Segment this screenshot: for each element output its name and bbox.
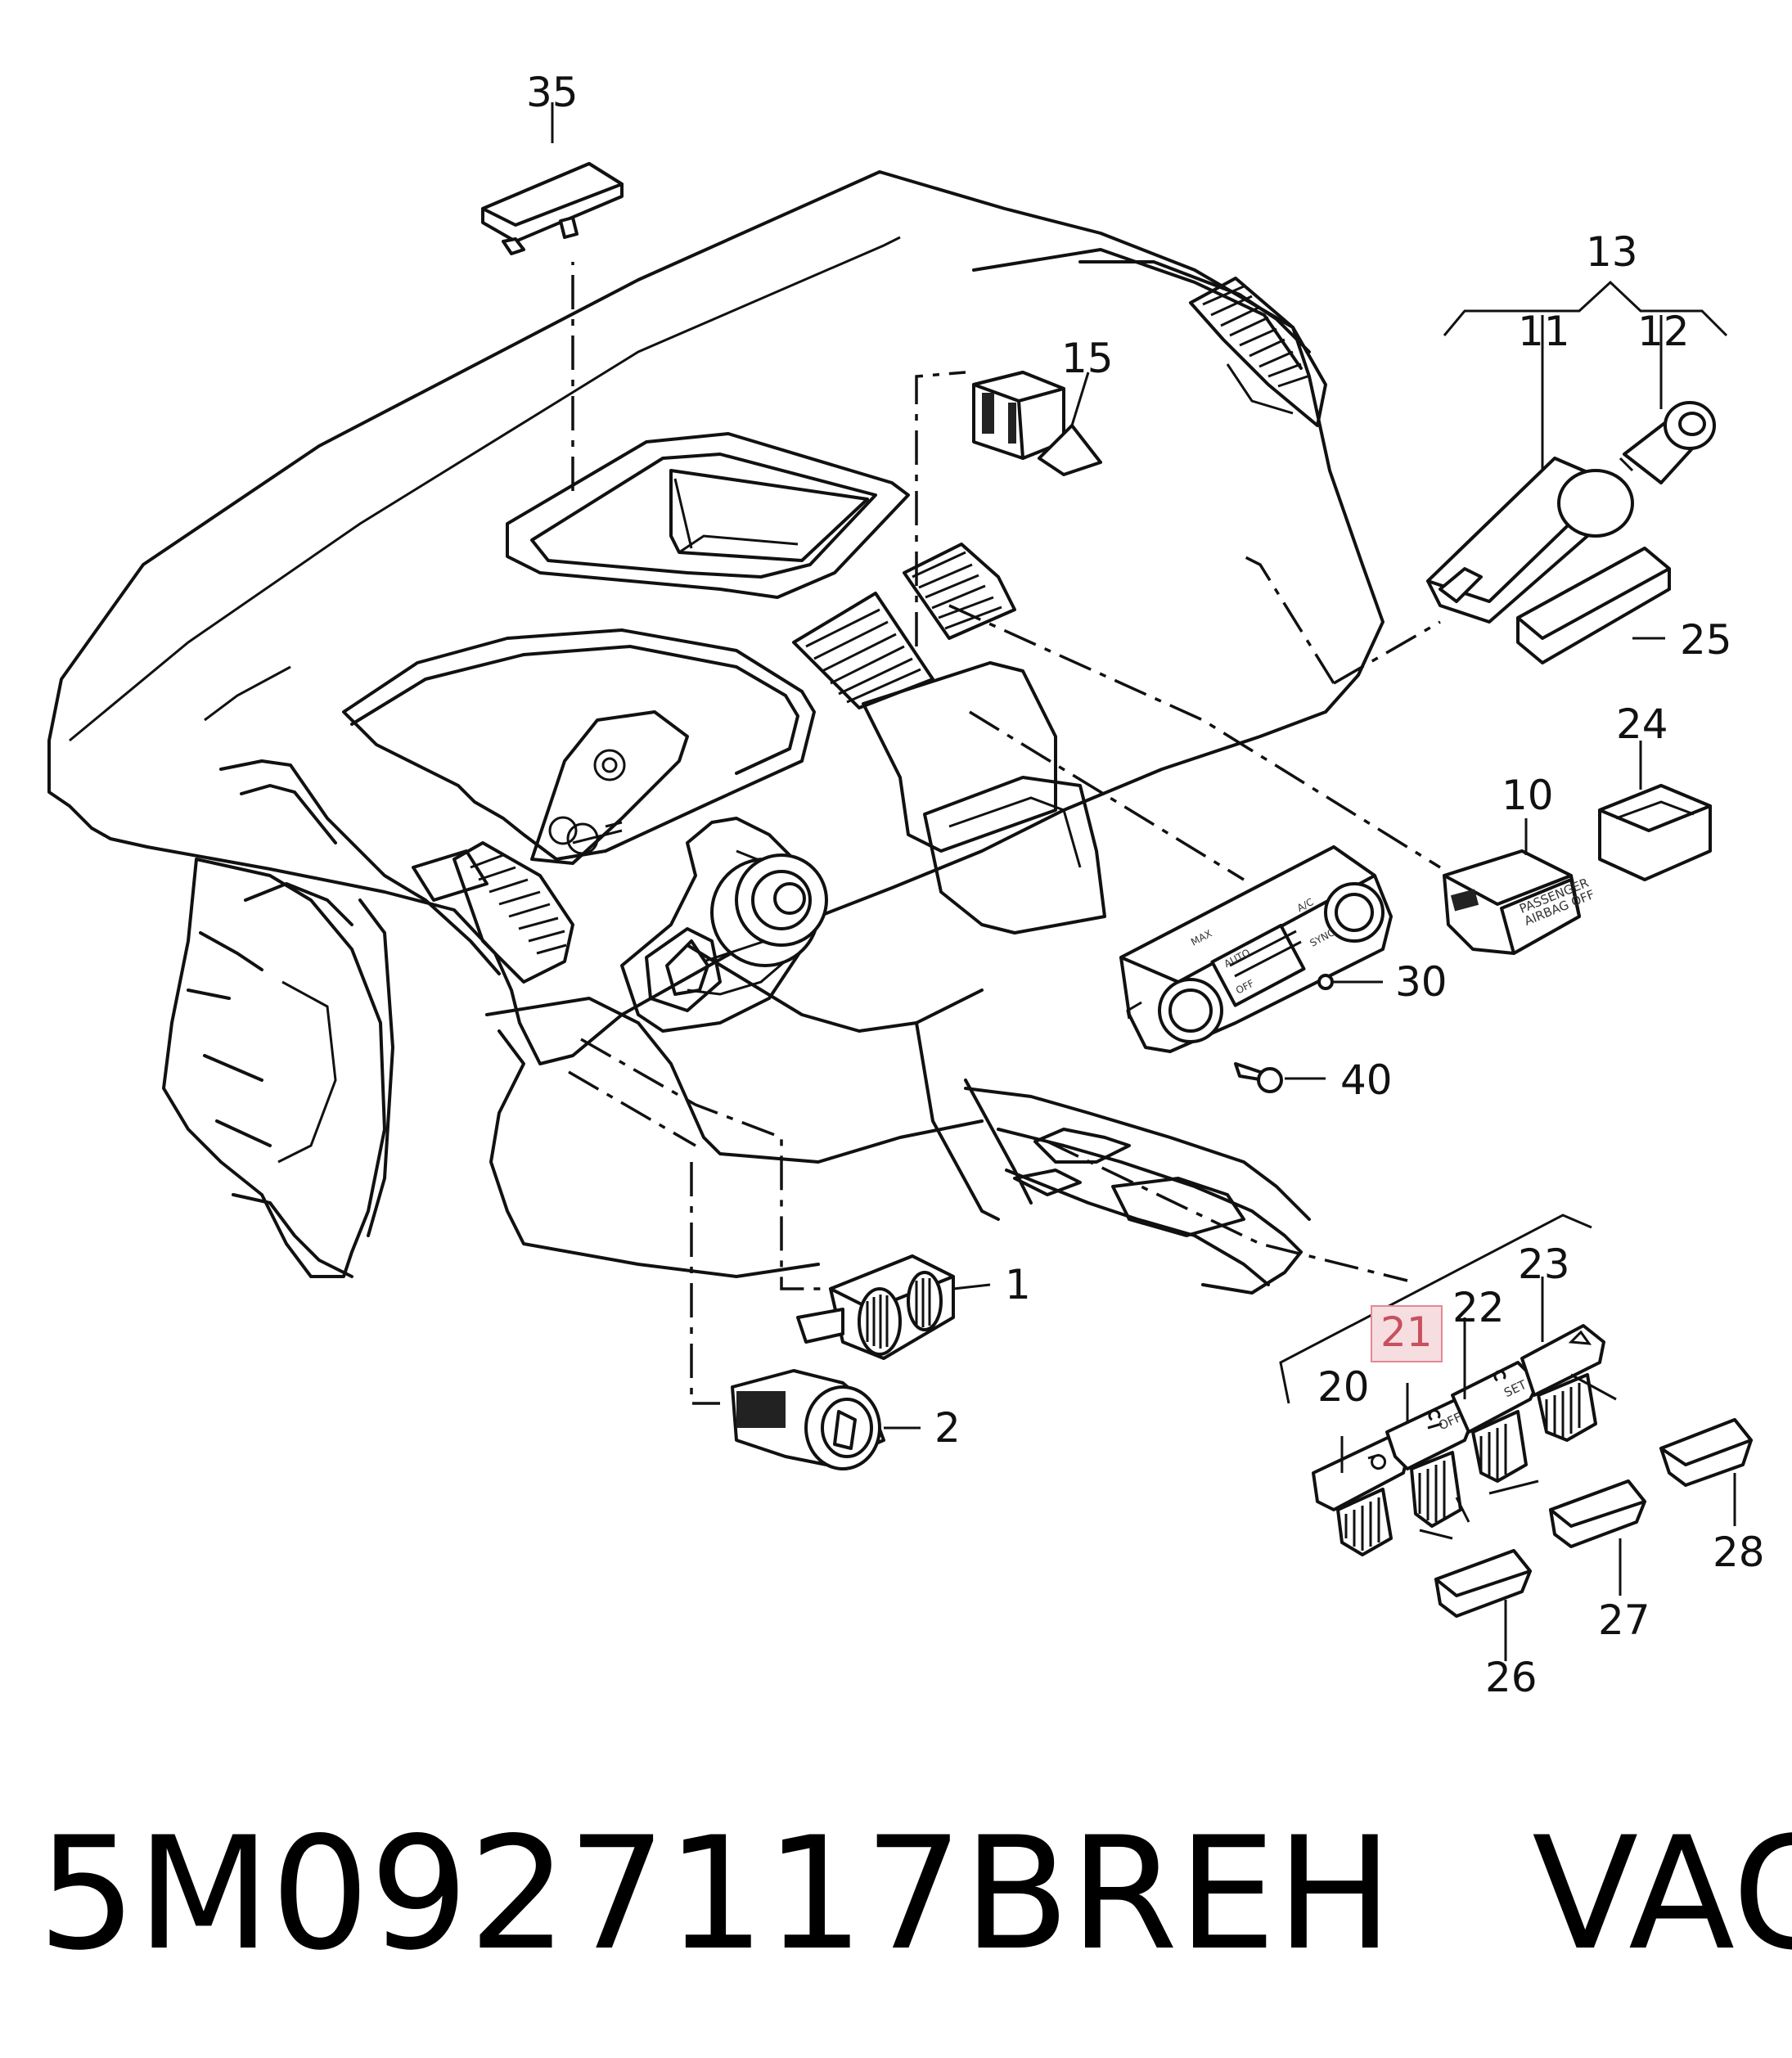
leader-lines (568, 262, 1441, 1405)
brand-name: VAG (1532, 1804, 1792, 1984)
part-11-12-outlet (1426, 280, 1728, 624)
callout-20: 20 (1317, 1363, 1370, 1411)
callout-35: 35 (526, 69, 579, 116)
callout-13: 13 (1586, 228, 1638, 276)
callout-12: 12 (1637, 308, 1690, 355)
part-40-screw (1234, 1062, 1326, 1093)
part-15-switch (972, 371, 1102, 476)
part-number-footer: 5M0927117BREHVAG (38, 1817, 1792, 1972)
part-1-light-switch (796, 1254, 991, 1360)
callout-11: 11 (1518, 308, 1570, 355)
part-35-cover (481, 102, 624, 255)
callout-24: 24 (1616, 700, 1668, 748)
callout-27: 27 (1598, 1596, 1650, 1644)
callout-1: 1 (1005, 1261, 1031, 1308)
callout-22: 22 (1452, 1284, 1505, 1331)
callout-23: 23 (1518, 1241, 1570, 1288)
part-24-switch (1598, 741, 1712, 881)
callout-2: 2 (934, 1404, 961, 1452)
callout-15: 15 (1061, 335, 1114, 382)
part-25-cover (1516, 547, 1671, 664)
part-10-airbag-switch (1443, 818, 1581, 955)
part-27-cap (1549, 1479, 1646, 1596)
part-26-cap (1434, 1549, 1532, 1661)
dashboard-outline (47, 170, 1385, 1295)
callout-26: 26 (1485, 1654, 1538, 1701)
part-number: 5M0927117BREH (38, 1804, 1394, 1984)
switch-group (1279, 1214, 1617, 1556)
callout-25: 25 (1680, 616, 1732, 664)
dashboard-exploded-diagram (47, 102, 1753, 1661)
part-2-rotary-switch (731, 1369, 921, 1470)
callout-40: 40 (1340, 1056, 1393, 1104)
callout-30: 30 (1395, 958, 1448, 1006)
part-28-cap (1659, 1418, 1753, 1526)
callout-10: 10 (1502, 772, 1554, 819)
part-30-climate-panel (1119, 845, 1393, 1053)
callout-21-highlight: 21 (1371, 1305, 1443, 1362)
callout-28: 28 (1713, 1529, 1765, 1576)
